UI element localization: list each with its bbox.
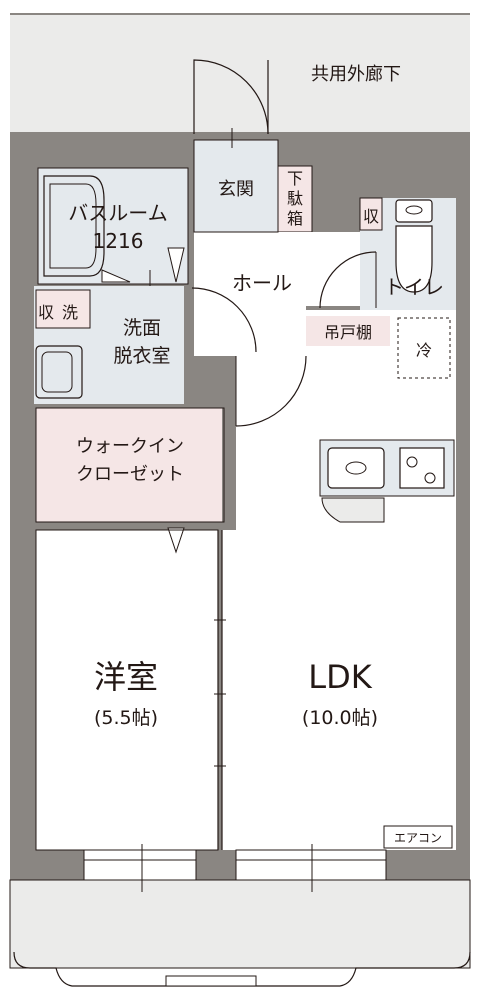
western-room-label: 洋室 (94, 658, 158, 696)
common-corridor (10, 14, 470, 132)
washing-machine-label: 洗 (62, 303, 78, 322)
walk-in-closet-area (36, 408, 224, 522)
washroom-label-1: 洗面 (123, 317, 161, 339)
toilet-icon (395, 225, 433, 293)
fridge-space (397, 317, 451, 379)
western-room-size: (5.5帖) (94, 707, 158, 729)
window-ldk (235, 849, 387, 881)
washroom-label-2: 脱衣室 (113, 345, 170, 367)
shoe-box-label-1: 下 (287, 169, 303, 188)
shoe-box (277, 165, 313, 233)
bathroom-size-label: 1216 (93, 229, 144, 253)
entrance-label: 玄関 (218, 179, 254, 200)
toilet-label: トイレ (384, 275, 444, 299)
closet-label-2: クローゼット (76, 464, 184, 485)
washroom-storage-label: 収 (38, 303, 54, 322)
closet-label-1: ウォークイン (76, 436, 184, 457)
bathroom-label: バスルーム (68, 201, 167, 225)
entrance-door (193, 59, 269, 135)
shoe-box-label-3: 箱 (287, 209, 303, 228)
toilet-door (319, 251, 377, 309)
toilet-storage (359, 197, 383, 231)
sink-icon (327, 447, 385, 489)
washroom-door (191, 287, 257, 353)
fridge-label: 冷 (416, 341, 432, 360)
washing-machine-space (35, 289, 91, 329)
western-room-area (36, 530, 218, 850)
hall-label: ホール (232, 271, 292, 295)
hanging-cabinet-label: 吊戸棚 (324, 323, 372, 342)
toilet-storage-label: 収 (363, 207, 379, 226)
hall-area (194, 232, 378, 306)
ldk-label: LDK (308, 658, 372, 696)
closet-door (167, 527, 185, 554)
ldk-size: (10.0帖) (302, 707, 378, 729)
aircon-label: エアコン (394, 831, 442, 845)
shoe-box-label-2: 駄 (287, 189, 303, 208)
window-western (83, 849, 197, 881)
wash-basin-icon (35, 345, 83, 399)
ldk-door (235, 355, 307, 427)
corridor-label: 共用外廊下 (311, 64, 401, 85)
bathtub-icon (43, 175, 105, 277)
toilet-tank-icon (395, 199, 433, 223)
stove-icon (399, 447, 445, 489)
entrance-area (194, 140, 278, 232)
hanging-cabinet (306, 316, 390, 346)
ldk-area (234, 310, 456, 850)
balcony (9, 879, 471, 969)
air-conditioner (383, 825, 453, 849)
